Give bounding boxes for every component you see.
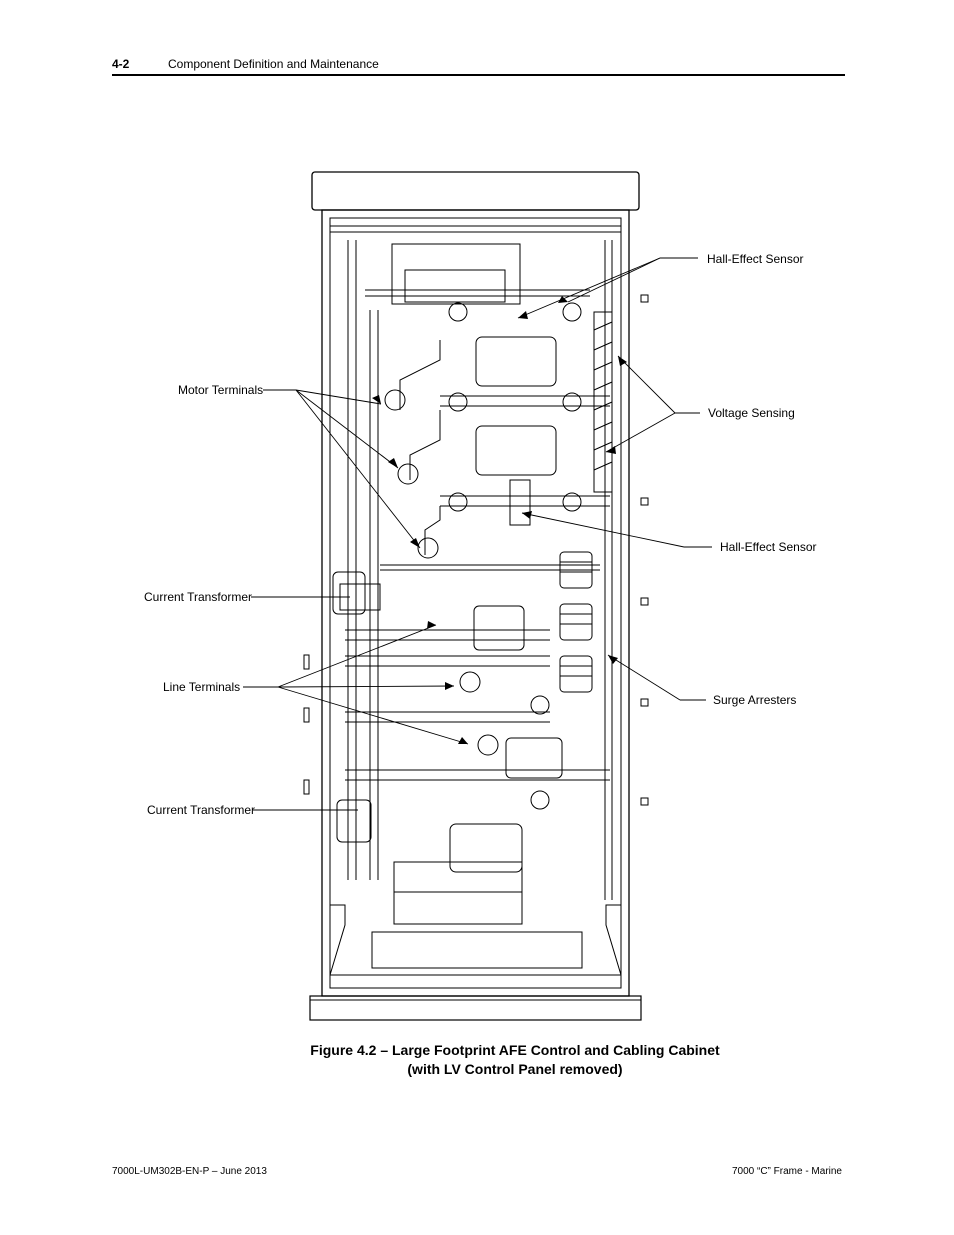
callout-voltage-sensing: Voltage Sensing (708, 406, 795, 420)
callout-motor-terminals: Motor Terminals (178, 383, 264, 397)
page-number: 4-2 (112, 57, 130, 71)
callout-surge-arresters: Surge Arresters (713, 693, 797, 707)
callout-line-terminals: Line Terminals (163, 680, 241, 694)
section-title: Component Definition and Maintenance (168, 57, 379, 71)
footer-product: 7000 “C” Frame - Marine (731, 1166, 842, 1177)
footer-doc-id: 7000L-UM302B-EN-P – June 2013 (112, 1166, 267, 1177)
caption-line-1: Figure 4.2 – Large Footprint AFE Control… (310, 1042, 720, 1058)
callout-hall-effect-sensor-top: Hall-Effect Sensor (707, 252, 804, 266)
callout-current-transformer-bottom: Current Transformer (147, 803, 256, 817)
callout-hall-effect-sensor-bottom: Hall-Effect Sensor (720, 540, 817, 554)
callout-current-transformer-top: Current Transformer (144, 590, 253, 604)
caption-line-2: (with LV Control Panel removed) (407, 1061, 623, 1077)
header-rule (112, 74, 845, 76)
figure-caption: Figure 4.2 – Large Footprint AFE Control… (300, 1041, 730, 1079)
